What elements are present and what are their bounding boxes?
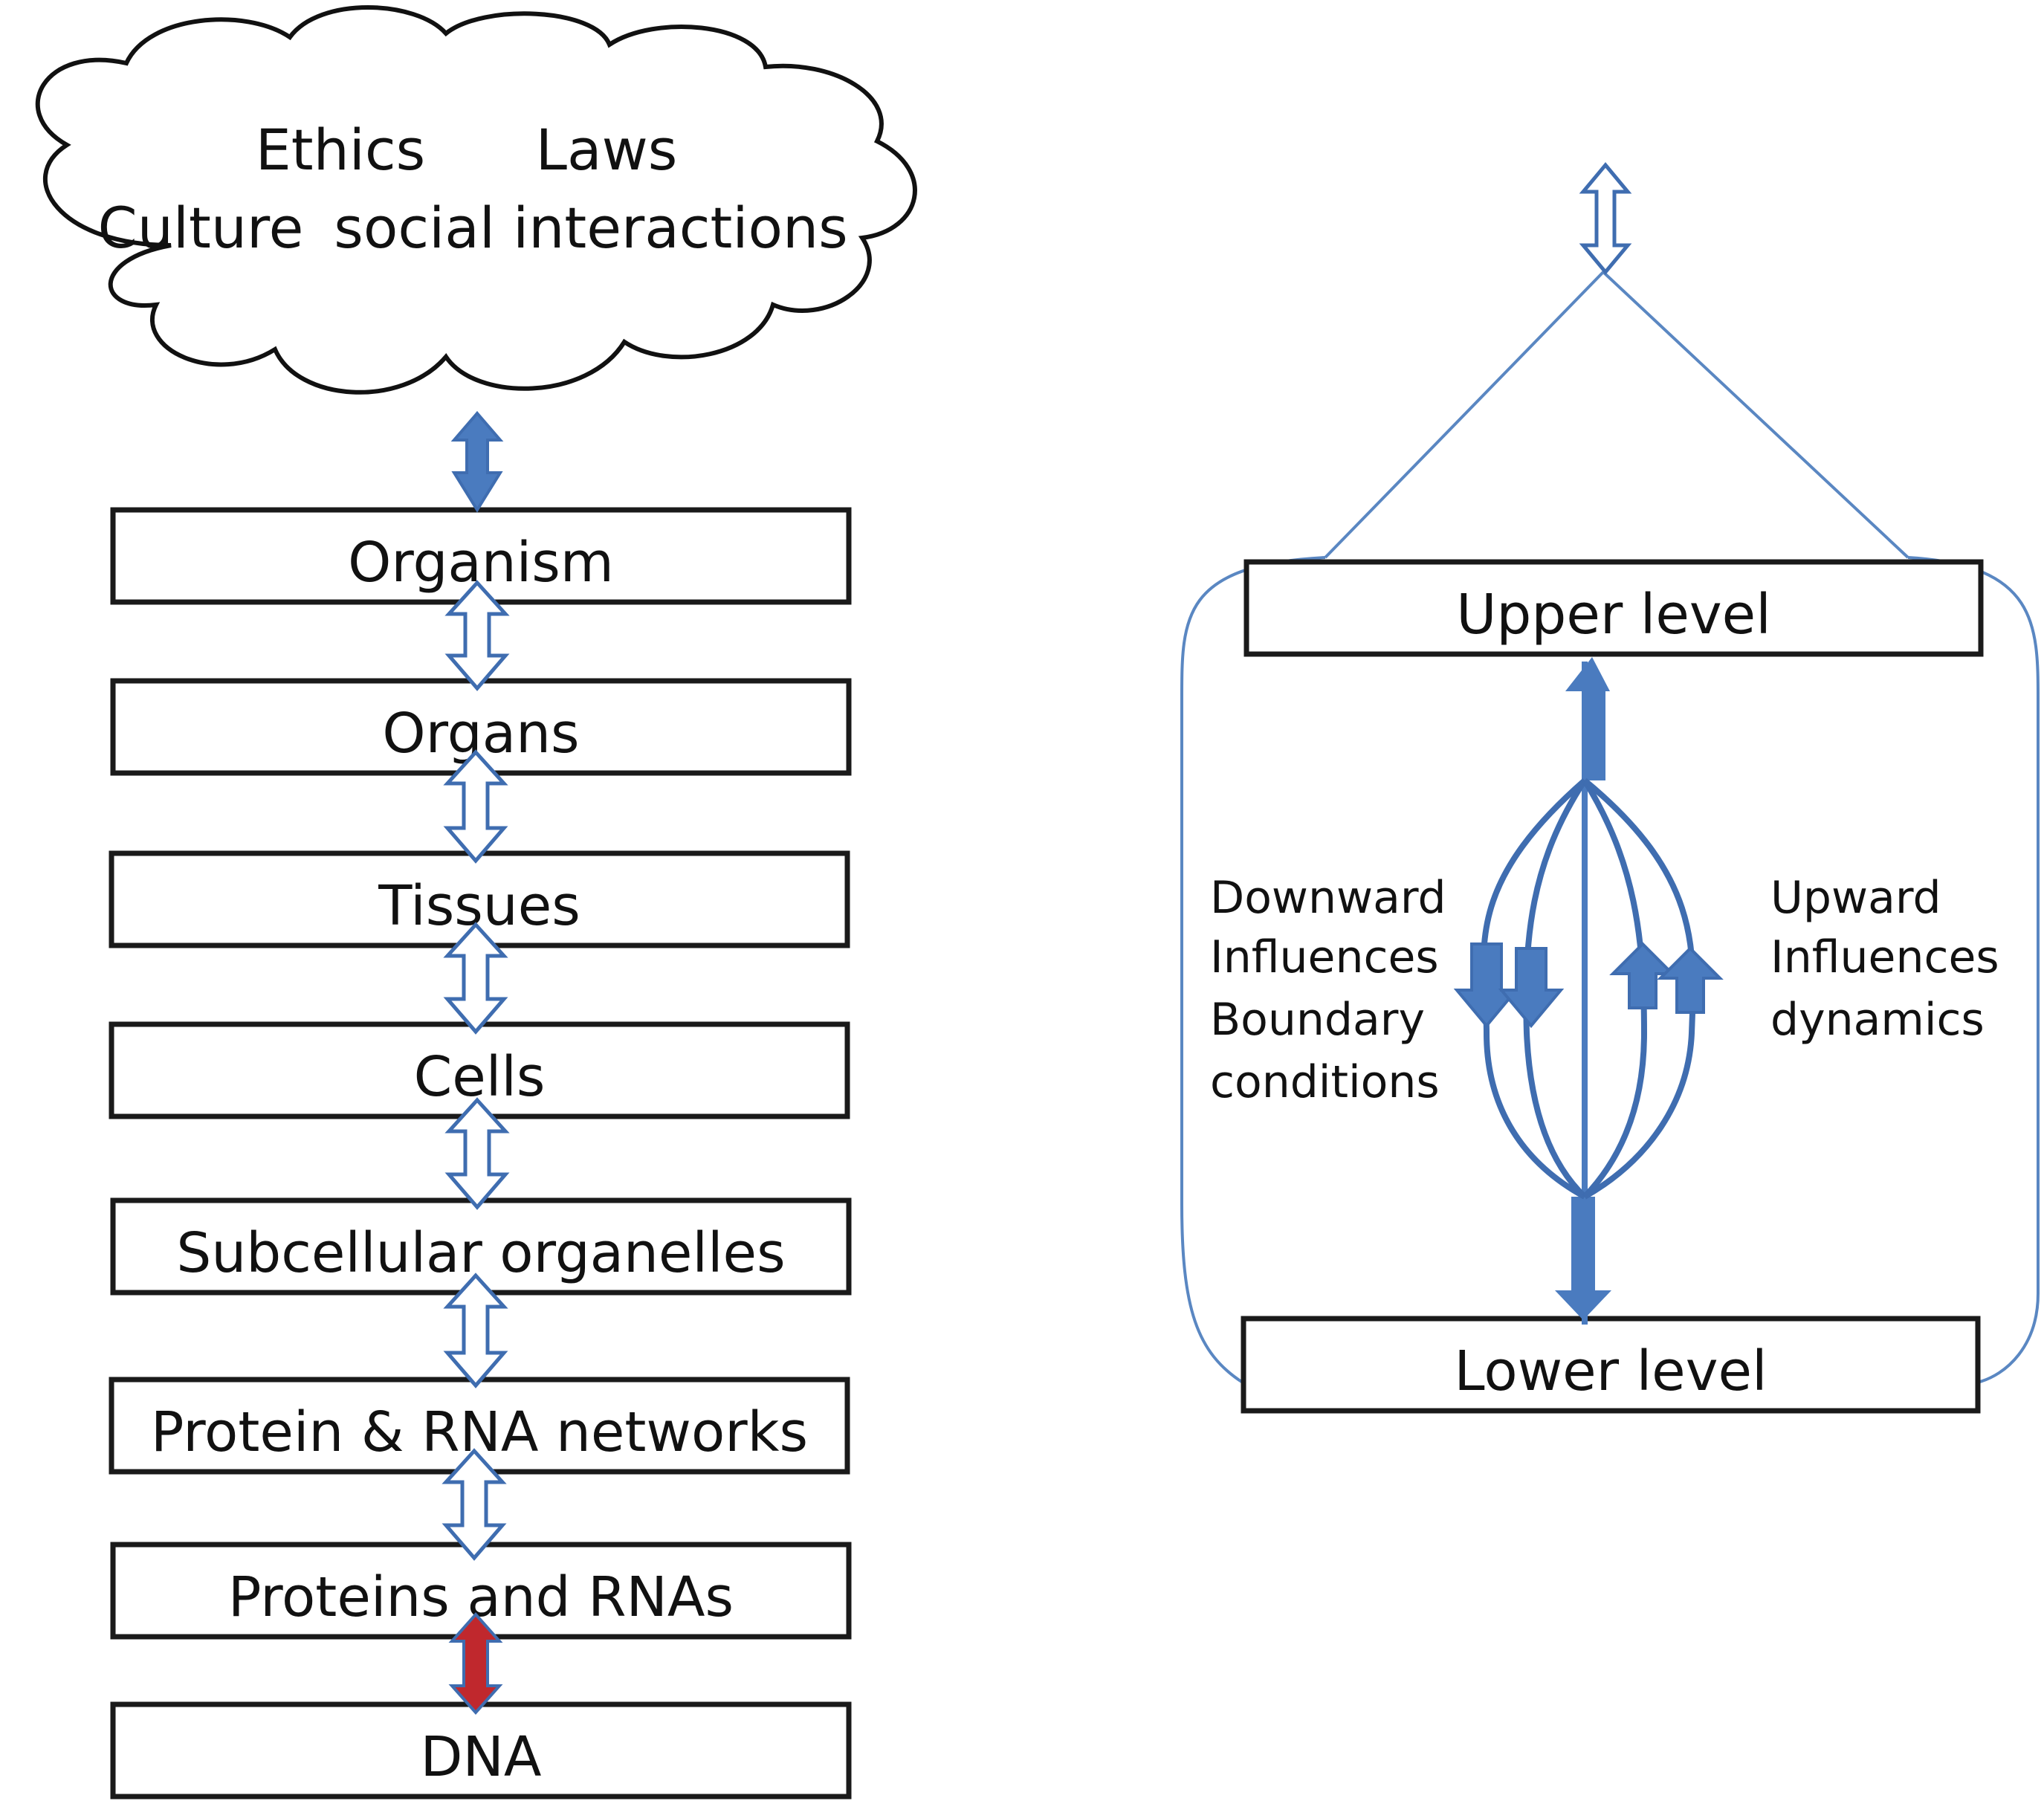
apex-right-line: [1602, 271, 1909, 559]
level-arrows: [442, 410, 510, 1716]
upward-line-3: dynamics: [1770, 994, 1985, 1046]
apex-double-arrow: [1579, 162, 1632, 275]
apex-left-line: [1324, 271, 1605, 559]
level-label-organs: Organs: [382, 702, 579, 766]
cloud-laws: Laws: [536, 117, 678, 183]
level-label-subcellular-organelles: Subcellular organelles: [176, 1221, 785, 1285]
upward-line-2: Influences: [1770, 931, 1999, 983]
lens-outer-right: [1582, 777, 1696, 1200]
double-arrow-networks-proteins: [442, 1448, 507, 1561]
double-arrow-cells-subcellular: [444, 1097, 510, 1210]
level-label-cells: Cells: [414, 1045, 546, 1109]
double-arrow-tissues-cells: [443, 922, 508, 1035]
double-arrow-proteins-dna: [448, 1611, 503, 1716]
level-box-dna: [110, 1701, 852, 1800]
downward-label: Downward Influences Boundary conditions: [1210, 872, 1461, 1108]
upward-line-1: Upward: [1770, 872, 1941, 924]
level-label-organism: Organism: [348, 531, 614, 595]
cloud-social-interactions: social interactions: [334, 195, 847, 261]
cloud-shape: [35, 5, 917, 395]
level-stack: Organism Organs Tissues Cells Subcellula…: [109, 507, 852, 1800]
cloud-culture: Culture: [98, 195, 304, 261]
lower-level-box: [1241, 1316, 1981, 1414]
downward-arrow-2: [1498, 947, 1565, 1029]
level-label-protein-rna-networks: Protein & RNA networks: [151, 1400, 808, 1464]
lower-level-label: Lower level: [1454, 1339, 1767, 1403]
double-arrow-organism-organs: [444, 580, 510, 691]
upper-level-box: [1243, 559, 1984, 657]
cloud-ethics: Ethics: [256, 117, 425, 183]
cloud-group: Ethics Laws Culture social interactions: [35, 5, 917, 395]
central-up-arrow: [1583, 691, 1605, 780]
downward-line-4: conditions: [1210, 1056, 1440, 1108]
double-arrow-subcellular-networks: [443, 1273, 508, 1388]
upward-arrow-2: [1657, 946, 1724, 1014]
upward-arrow-1: [1609, 942, 1676, 1009]
downward-line-2: Influences: [1210, 931, 1439, 983]
right-side-curve: [1907, 556, 2040, 1384]
upper-level-label: Upper level: [1456, 583, 1771, 647]
level-box-subcellular-organelles: [110, 1197, 852, 1296]
left-side-curve: [1180, 556, 1326, 1384]
upper-lower-diagram: Upper level Lower level Downward Influen…: [1180, 162, 2040, 1414]
upward-label: Upward Influences dynamics: [1770, 872, 2014, 1046]
double-arrow-cloud-organism: [450, 410, 504, 513]
downward-arrow-1: [1453, 942, 1520, 1029]
level-label-dna: DNA: [421, 1725, 542, 1789]
double-arrow-organs-tissues: [443, 749, 508, 864]
lens-inner-right: [1582, 778, 1648, 1199]
downward-line-1: Downward: [1210, 872, 1446, 924]
downward-line-3: Boundary: [1210, 994, 1425, 1046]
